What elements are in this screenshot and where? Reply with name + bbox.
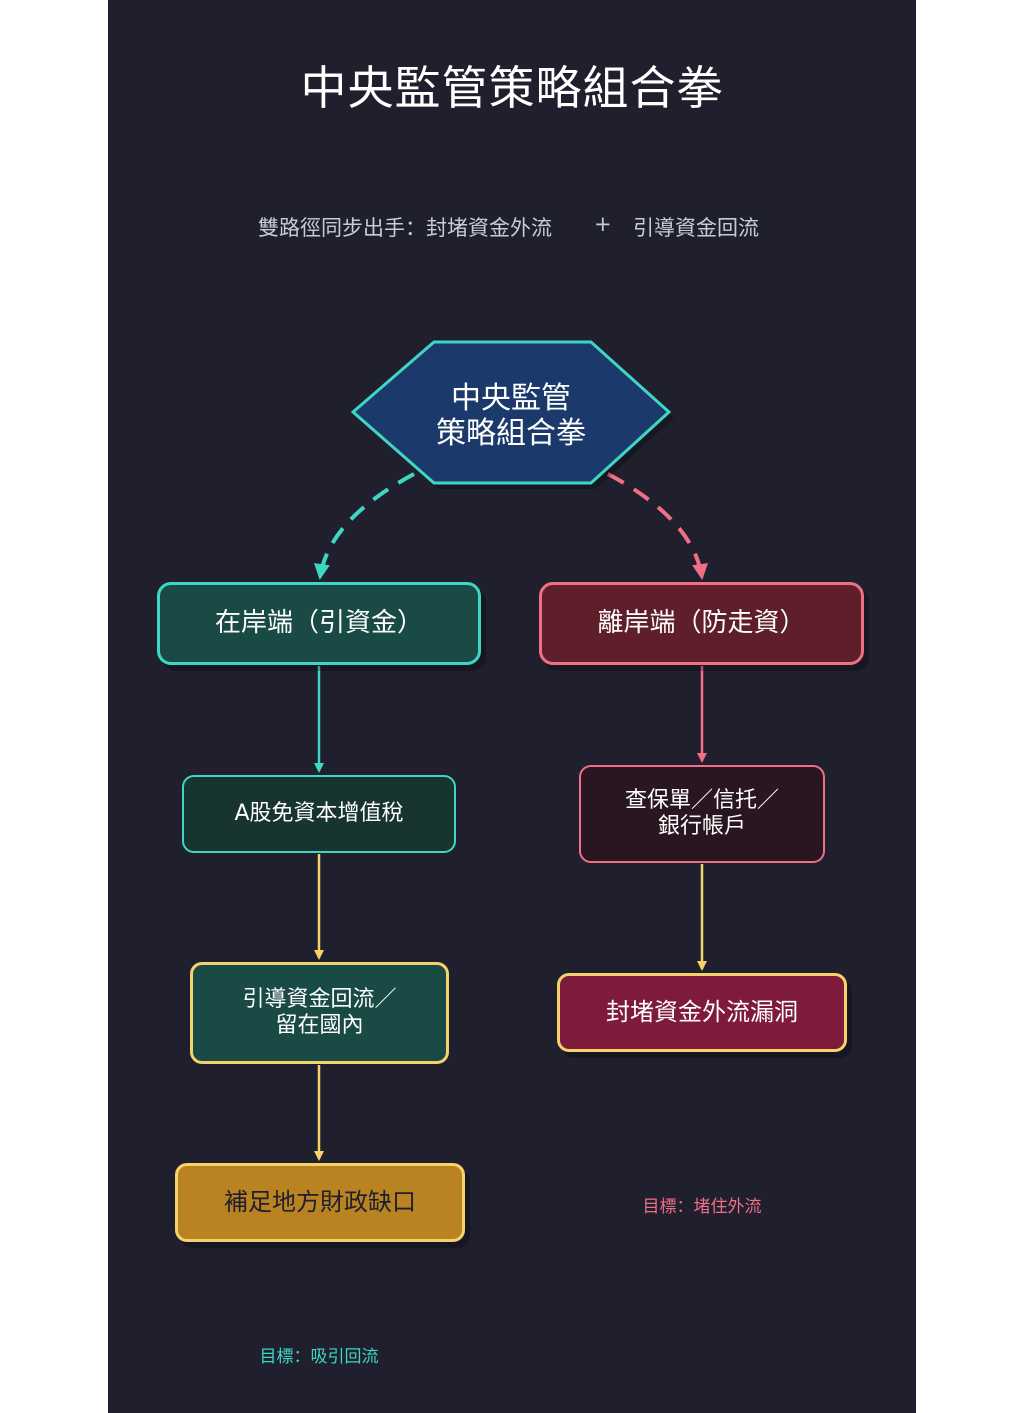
diagram-canvas: 中央監管 策略組合拳 中央監管策略組合拳 雙路徑同步出手：封堵資金外流 + 引導… <box>108 0 916 1413</box>
left-step3-node: 補足地方財政缺口 <box>175 1163 465 1242</box>
left-step1-node: A股免資本增值稅 <box>182 775 456 853</box>
subtitle-plus: + <box>594 212 612 236</box>
subtitle-right: 引導資金回流 <box>633 216 759 240</box>
right-goal-label: 目標：堵住外流 <box>642 1197 762 1217</box>
left-goal-label: 目標：吸引回流 <box>259 1347 379 1367</box>
subtitle-left: 雙路徑同步出手：封堵資金外流 <box>258 216 552 240</box>
branch-arrow-right <box>607 472 709 580</box>
right-step2-node: 封堵資金外流漏洞 <box>557 973 847 1052</box>
page-title: 中央監管策略組合拳 <box>300 61 724 115</box>
left-head-node: 在岸端（引資金） <box>157 582 481 665</box>
center-label-line2: 策略組合拳 <box>436 416 586 451</box>
left-step2-node: 引導資金回流／ 留在國內 <box>190 962 449 1064</box>
center-label-line1: 中央監管 <box>451 381 571 416</box>
right-step1-node: 查保單／信托／ 銀行帳戶 <box>579 765 825 863</box>
center-hexagon <box>350 340 672 485</box>
branch-arrow-left <box>313 472 415 580</box>
right-head-node: 離岸端（防走資） <box>539 582 864 665</box>
connectors-layer: 中央監管 策略組合拳 <box>313 340 709 1161</box>
